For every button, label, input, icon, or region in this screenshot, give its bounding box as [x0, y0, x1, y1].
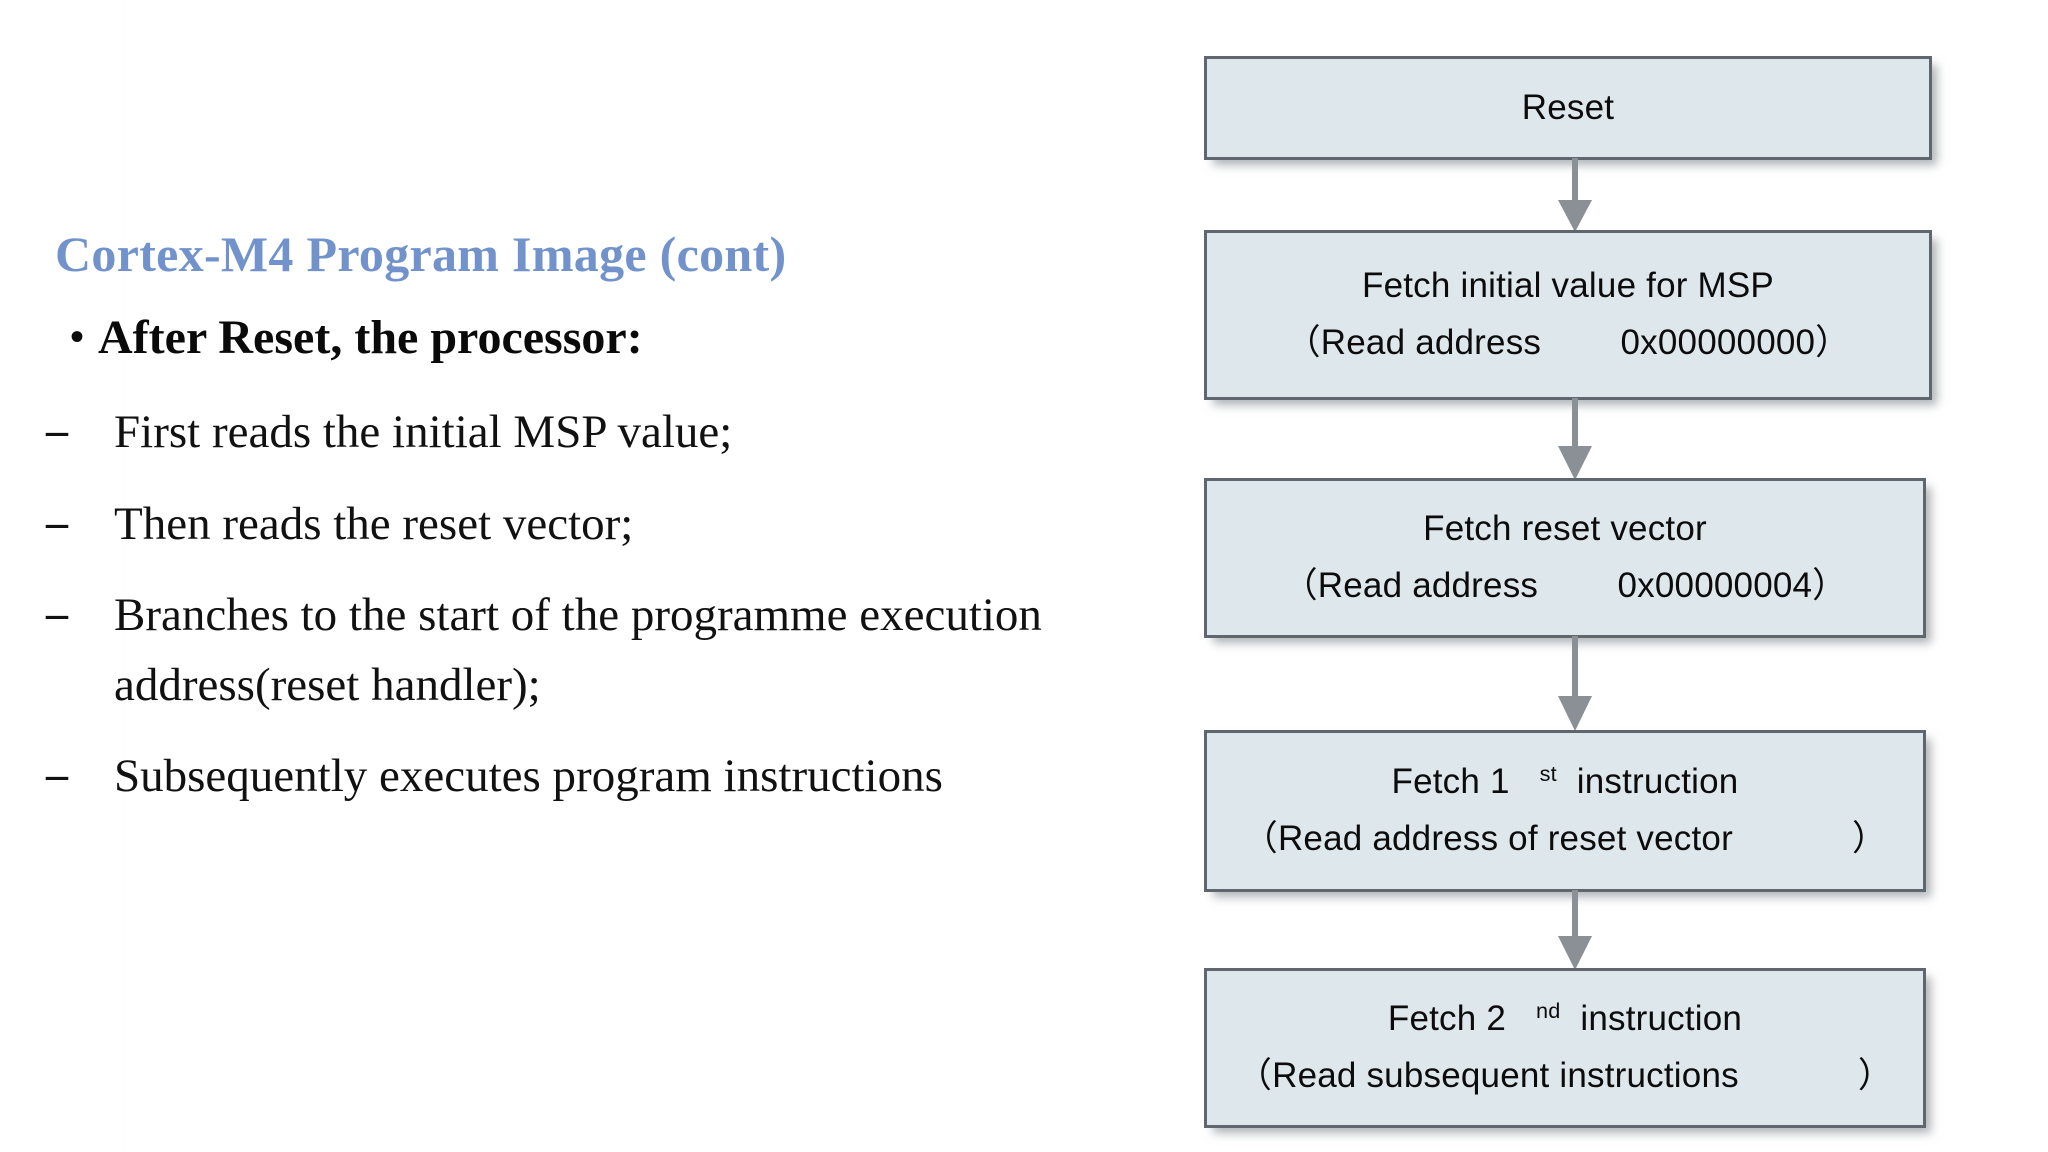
page-title: Cortex-M4 Program Image (cont) [55, 226, 787, 282]
flow-box-fetch-first-instruction-line2: （Read address of reset vector ） [1242, 819, 1888, 858]
flow-box-fetch-msp: Fetch initial value for MSP （Read addres… [1204, 230, 1932, 400]
bullet-dot-icon: • [70, 314, 85, 359]
flow-box-fetch-second-instruction-line1: Fetch 2 nd instruction [1388, 998, 1742, 1041]
flow-box-fetch-first-instruction-line1: Fetch 1 st instruction [1392, 761, 1739, 804]
second-instruction-prefix: Fetch 2 [1387, 999, 1506, 1039]
flow-box-fetch-reset-vector: Fetch reset vector （Read address 0x00000… [1204, 478, 1926, 638]
dash-marker-icon: – [46, 589, 68, 639]
dash-marker-icon: – [46, 497, 68, 547]
list-item: – Subsequently executes program instruct… [46, 742, 1166, 812]
list-item: – Branches to the start of the programme… [46, 581, 1166, 720]
flow-box-fetch-reset-vector-line1: Fetch reset vector [1423, 509, 1707, 549]
first-instruction-prefix: Fetch 1 [1391, 762, 1510, 802]
lead-bullet-label: After Reset, the processor: [98, 311, 643, 364]
list-item-label: Then reads the reset vector; [114, 497, 634, 550]
page-seam-artifact [124, 0, 125, 1152]
arrow-first-to-second-icon [1548, 890, 1602, 972]
flow-box-fetch-first-instruction: Fetch 1 st instruction （Read address of r… [1204, 730, 1926, 892]
list-item-label: First reads the initial MSP value; [114, 406, 733, 458]
list-item-label: Branches to the start of the programme e… [114, 589, 1042, 711]
arrow-vector-to-first-icon [1548, 636, 1602, 734]
second-instruction-ordinal-suffix: nd [1536, 998, 1561, 1024]
lead-bullet-line: • After Reset, the processor: [70, 312, 643, 364]
first-instruction-ordinal-suffix: st [1539, 761, 1557, 787]
flow-box-reset: Reset [1204, 56, 1932, 160]
list-item: – Then reads the reset vector; [46, 490, 1166, 560]
flow-box-fetch-msp-line2: （Read address 0x00000000） [1285, 323, 1851, 362]
arrow-msp-to-vector-icon [1548, 398, 1602, 482]
flow-box-reset-line1: Reset [1521, 87, 1615, 127]
flow-box-fetch-msp-line1: Fetch initial value for MSP [1362, 266, 1774, 306]
list-item: – First reads the initial MSP value; [46, 398, 1166, 468]
reset-sequence-flowchart: Reset Fetch initial value for MSP （Read … [1196, 0, 2048, 1152]
first-instruction-postfix: instruction [1556, 762, 1739, 802]
slide-text-column: Cortex-M4 Program Image (cont) • After Re… [46, 226, 1166, 834]
flow-box-fetch-second-instruction: Fetch 2 nd instruction （Read subsequent i… [1204, 968, 1926, 1128]
list-item-label: Subsequently executes program instructio… [114, 750, 943, 803]
dash-marker-icon: – [46, 750, 68, 800]
flow-box-fetch-second-instruction-line2: （Read subsequent instructions ） [1236, 1056, 1894, 1095]
dash-marker-icon: – [46, 406, 68, 455]
second-instruction-postfix: instruction [1560, 999, 1743, 1039]
sub-bullet-list: – First reads the initial MSP value; – T… [46, 398, 1166, 834]
flow-box-fetch-reset-vector-line2: （Read address 0x00000004） [1282, 566, 1848, 605]
arrow-reset-to-msp-icon [1548, 158, 1602, 234]
